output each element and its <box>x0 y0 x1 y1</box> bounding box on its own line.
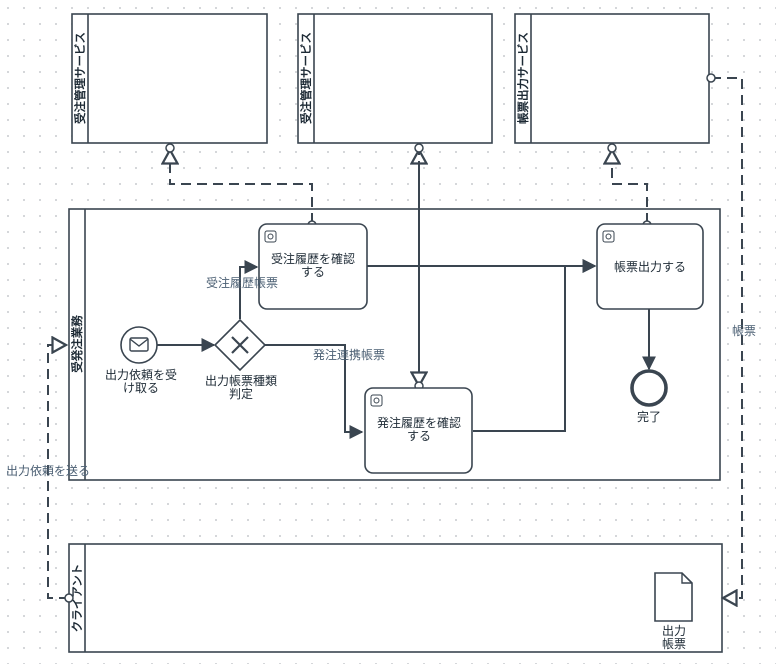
pool-form-output-service[interactable]: 帳票出力サービス <box>514 13 710 144</box>
message-order-service-1[interactable] <box>170 150 313 223</box>
message-form[interactable] <box>711 77 743 598</box>
pool-form-output-service-label: 帳票出力サービス <box>516 32 530 124</box>
envelope-icon <box>129 338 149 347</box>
pool-order-service-1[interactable]: 受注管理サービス <box>71 13 268 144</box>
task-check-order-history[interactable]: 受注履歴を確認する <box>258 223 368 310</box>
message-start-circle <box>414 143 424 153</box>
message-label-form: 帳票 <box>732 324 756 338</box>
message-label-send-request: 出力依頼を送る <box>6 463 90 478</box>
flow-label-order-history-form: 受注履歴帳票 <box>206 275 278 290</box>
pool-order-service-2-label: 受注管理サービス <box>299 32 313 124</box>
task-output-form[interactable]: 帳票出力する <box>596 223 704 310</box>
message-start-circle <box>64 593 74 603</box>
x-icon <box>231 336 249 354</box>
flow-purchase-history-to-output[interactable] <box>473 259 597 432</box>
envelope-icon <box>129 337 149 352</box>
message-start-circle <box>706 73 716 83</box>
message-send-request[interactable] <box>47 345 69 599</box>
gear-icon <box>605 233 612 240</box>
flow-label-purchase-linked-form: 発注連携帳票 <box>313 347 385 362</box>
sequence-flows <box>157 259 656 439</box>
flow-gateway-to-purchase-history[interactable] <box>265 344 364 439</box>
message-start-circle <box>607 143 617 153</box>
gear-icon <box>373 397 380 404</box>
message-start-circle <box>165 143 175 153</box>
pool-order-service-1-label: 受注管理サービス <box>73 32 87 124</box>
gateway-label: 出力帳票種類判定 <box>205 374 277 401</box>
end-event-label: 完了 <box>637 409 661 424</box>
gear-icon <box>264 230 277 243</box>
data-object-label: 出力帳票 <box>662 624 686 651</box>
gear-icon <box>602 230 615 243</box>
start-event-label: 出力依頼を受け取る <box>105 367 177 395</box>
task-check-purchase-history[interactable]: 発注履歴を確認する <box>364 387 473 474</box>
pool-client-label: クライアント <box>70 564 84 633</box>
pool-client[interactable]: クライアント <box>68 543 723 653</box>
gear-icon <box>267 233 274 240</box>
exclusive-gateway[interactable]: 出力帳票種類判定 <box>205 318 277 401</box>
message-form-output-service[interactable] <box>612 150 648 223</box>
task-check-order-history-label: 受注履歴を確認する <box>271 251 355 279</box>
task-check-purchase-history-label: 発注履歴を確認する <box>377 415 461 443</box>
pool-order-service-2[interactable]: 受注管理サービス <box>297 13 493 144</box>
end-event[interactable]: 完了 <box>630 369 668 424</box>
pool-order-business-label: 受発注業務 <box>70 315 84 373</box>
data-object-output-form[interactable]: 出力帳票 <box>654 572 693 651</box>
start-event[interactable]: 出力依頼を受け取る <box>105 326 177 395</box>
task-output-form-label: 帳票出力する <box>614 260 686 274</box>
gear-icon <box>370 394 383 407</box>
flow-gateway-to-order-history[interactable] <box>239 260 259 319</box>
